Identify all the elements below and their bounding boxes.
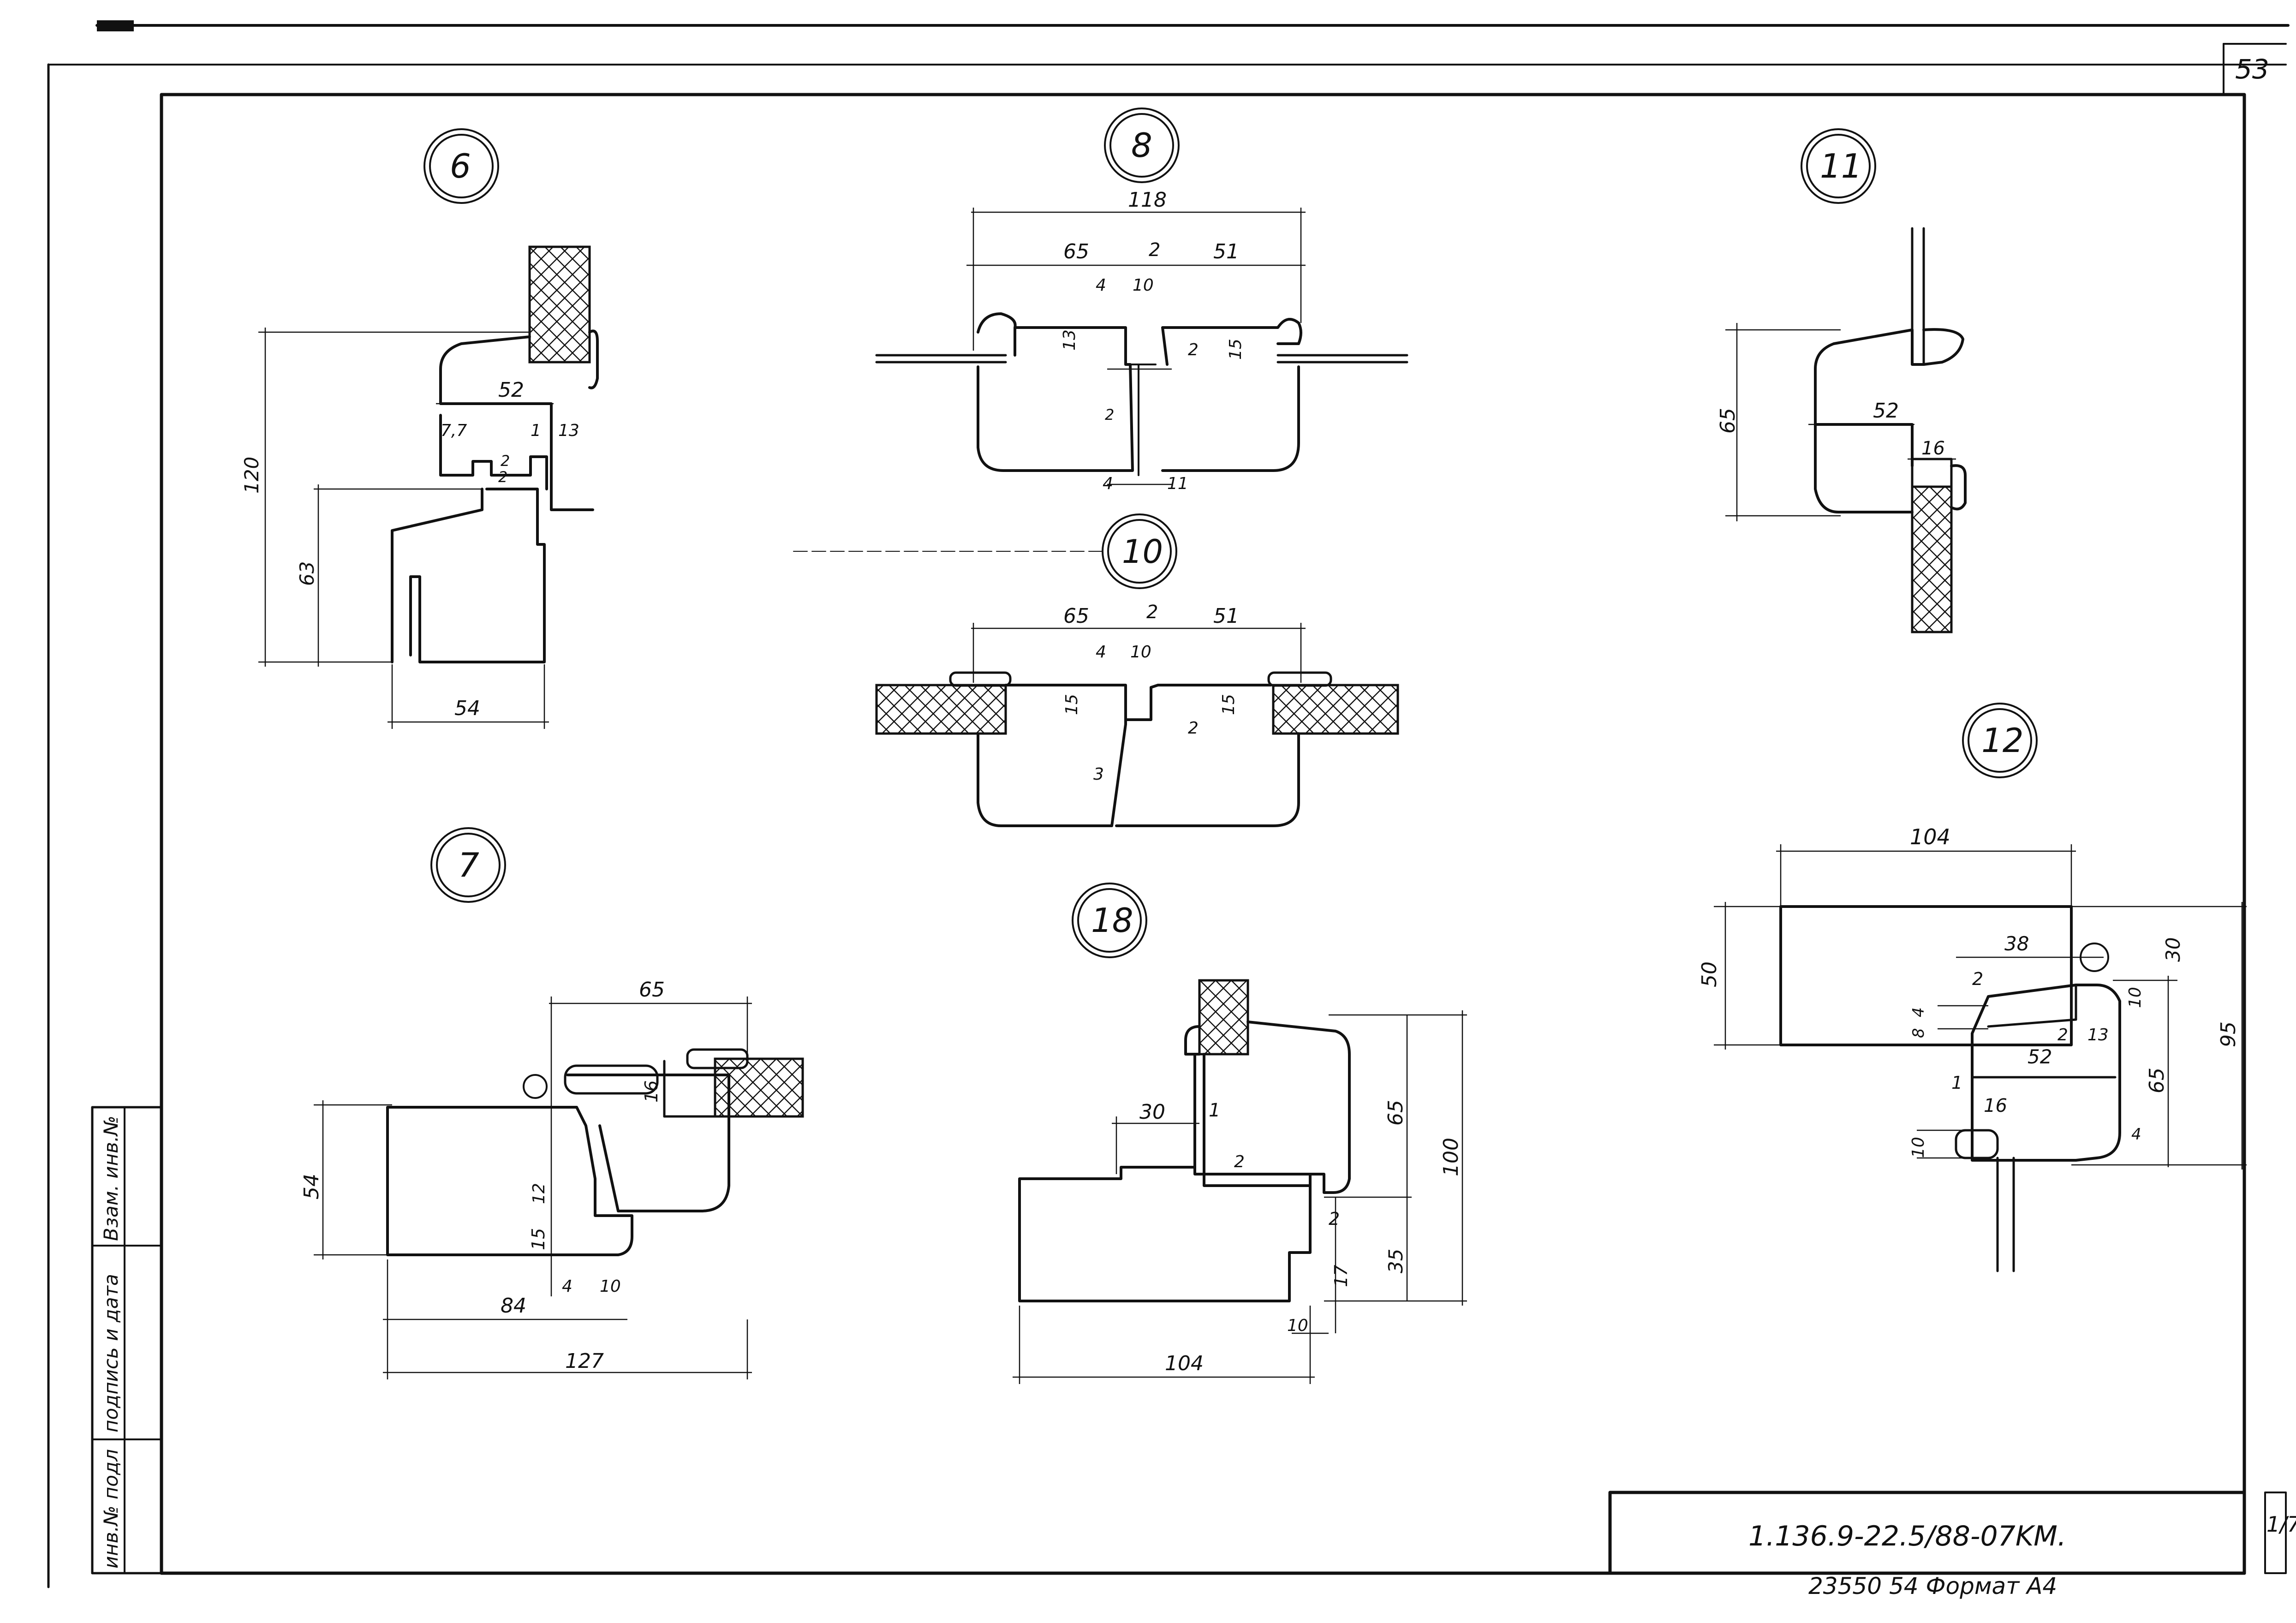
d12-dim-8: 8 bbox=[1909, 1028, 1928, 1038]
detail-8-label: 8 bbox=[1131, 126, 1152, 165]
d18-dim-17: 17 bbox=[1331, 1265, 1351, 1287]
d8-dim-65: 65 bbox=[1063, 240, 1089, 263]
d18-dim-100: 100 bbox=[1439, 1138, 1463, 1176]
d12-dim-16: 16 bbox=[1984, 1095, 2007, 1116]
d18-dim-104: 104 bbox=[1165, 1352, 1204, 1375]
detail-11 bbox=[1725, 128, 1967, 633]
d8-dim-118: 118 bbox=[1128, 188, 1167, 212]
d18-dim-2a: 2 bbox=[1234, 1152, 1245, 1171]
sheet-frame bbox=[47, 20, 2290, 1588]
d8-dim-4b: 4 bbox=[1103, 474, 1113, 493]
detail-11-label: 11 bbox=[1820, 147, 1862, 185]
sheet-index: 1/7 bbox=[2266, 1512, 2296, 1537]
d7-dim-127: 127 bbox=[565, 1349, 604, 1373]
d12-dim-2b: 2 bbox=[2057, 1026, 2068, 1044]
d10-dim-2: 2 bbox=[1146, 602, 1158, 623]
stamp-vzam-inv: Взам. инв.№ bbox=[100, 1116, 122, 1241]
d10-dim-51: 51 bbox=[1213, 604, 1239, 628]
detail-6-label: 6 bbox=[450, 147, 471, 185]
d6-dim-120: 120 bbox=[240, 457, 263, 494]
stamp-podpis-data: подпись и дата bbox=[100, 1274, 122, 1432]
detail-10-label: 10 bbox=[1122, 533, 1163, 571]
d7-dim-65: 65 bbox=[639, 978, 665, 1002]
d6-dim-13: 13 bbox=[558, 421, 579, 440]
page-number: 53 bbox=[2235, 54, 2269, 85]
d12-dim-10a: 10 bbox=[2126, 987, 2145, 1008]
d10-dim-10: 10 bbox=[1130, 643, 1151, 662]
detail-7 bbox=[314, 827, 804, 1379]
d10-dim-15b: 15 bbox=[1219, 694, 1238, 715]
d6-dim-2b: 2 bbox=[498, 468, 507, 486]
d12-dim-50: 50 bbox=[1698, 961, 1721, 987]
d18-dim-1: 1 bbox=[1209, 1100, 1220, 1121]
d7-dim-16: 16 bbox=[641, 1080, 662, 1103]
d10-dim-15a: 15 bbox=[1062, 694, 1081, 715]
d12-dim-1: 1 bbox=[1951, 1073, 1962, 1093]
d12-dim-13: 13 bbox=[2087, 1026, 2109, 1044]
detail-8 bbox=[875, 107, 1408, 485]
d11-dim-65: 65 bbox=[1716, 408, 1740, 434]
d7-dim-12: 12 bbox=[530, 1183, 549, 1204]
d6-dim-1: 1 bbox=[531, 421, 541, 440]
d12-dim-104: 104 bbox=[1910, 824, 1950, 849]
detail-18 bbox=[1013, 883, 1467, 1384]
d8-dim-2b: 2 bbox=[1188, 340, 1199, 359]
d18-dim-35: 35 bbox=[1384, 1249, 1407, 1273]
doc-code: 1.136.9-22.5/88-07KM. bbox=[1748, 1520, 2066, 1552]
d10-dim-4: 4 bbox=[1096, 643, 1106, 662]
d7-dim-15: 15 bbox=[528, 1228, 549, 1250]
detail-10 bbox=[793, 513, 1399, 827]
d8-dim-11: 11 bbox=[1167, 474, 1188, 493]
d8-dim-10: 10 bbox=[1133, 276, 1154, 295]
d18-dim-30: 30 bbox=[1139, 1100, 1165, 1124]
d12-dim-65: 65 bbox=[2145, 1068, 2169, 1093]
d12-dim-30: 30 bbox=[2162, 937, 2184, 962]
d18-dim-2b: 2 bbox=[1329, 1209, 1340, 1229]
d12-dim-95: 95 bbox=[2217, 1021, 2240, 1047]
d8-dim-2c: 2 bbox=[1105, 406, 1114, 424]
d8-dim-51: 51 bbox=[1213, 240, 1239, 263]
d12-dim-2a: 2 bbox=[1972, 969, 1983, 989]
d11-dim-52: 52 bbox=[1873, 399, 1899, 423]
detail-18-label: 18 bbox=[1091, 901, 1133, 940]
d12-dim-4b: 4 bbox=[2131, 1125, 2141, 1144]
d12-dim-4a: 4 bbox=[1909, 1007, 1928, 1017]
detail-7-label: 7 bbox=[458, 846, 479, 884]
d18-dim-65: 65 bbox=[1384, 1100, 1407, 1126]
d12-dim-52: 52 bbox=[2028, 1045, 2052, 1068]
d10-dim-2b: 2 bbox=[1188, 719, 1199, 738]
d6-dim-2a: 2 bbox=[501, 452, 510, 470]
stamp-inv-podl: инв.№ подл bbox=[100, 1449, 122, 1569]
d10-dim-3: 3 bbox=[1093, 765, 1104, 784]
d11-dim-16: 16 bbox=[1921, 438, 1945, 459]
d7-dim-84: 84 bbox=[501, 1294, 526, 1318]
d12-dim-10b: 10 bbox=[1909, 1137, 1928, 1158]
d12-dim-38: 38 bbox=[2004, 932, 2029, 955]
side-stamp bbox=[91, 1106, 163, 1575]
d6-dim-7-7: 7,7 bbox=[441, 421, 467, 440]
detail-12-label: 12 bbox=[1981, 721, 2024, 760]
d10-dim-65: 65 bbox=[1063, 604, 1089, 628]
d6-dim-54: 54 bbox=[454, 697, 480, 720]
detail-6 bbox=[258, 128, 599, 729]
d8-dim-2: 2 bbox=[1149, 239, 1160, 261]
d18-dim-10: 10 bbox=[1287, 1316, 1308, 1335]
d8-dim-15: 15 bbox=[1226, 339, 1245, 360]
detail-12 bbox=[1714, 703, 2247, 1272]
d8-dim-13: 13 bbox=[1060, 329, 1079, 351]
d6-dim-52: 52 bbox=[498, 378, 524, 402]
bottom-note: 23550 54 Формат А4 bbox=[1808, 1573, 2057, 1599]
d8-dim-4a: 4 bbox=[1096, 276, 1106, 295]
title-block bbox=[1608, 1491, 2287, 1575]
d7-dim-10: 10 bbox=[600, 1277, 621, 1296]
d7-dim-54: 54 bbox=[300, 1174, 323, 1199]
d7-dim-4: 4 bbox=[562, 1277, 573, 1296]
d6-dim-63: 63 bbox=[296, 561, 318, 586]
